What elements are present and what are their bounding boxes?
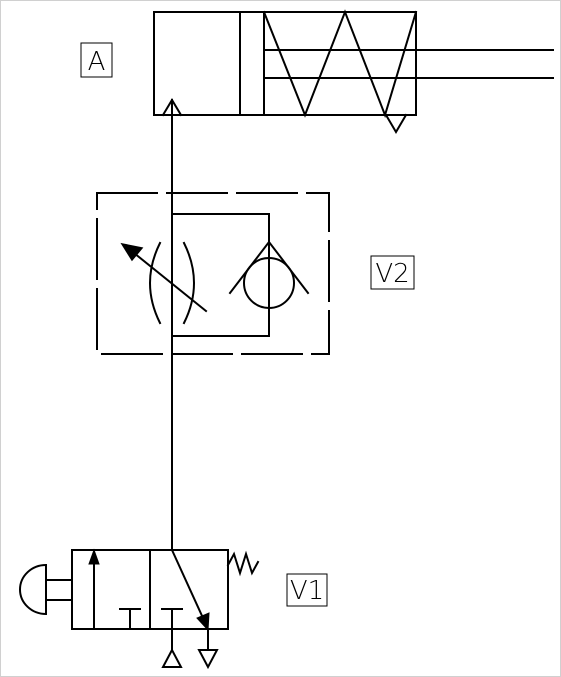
valve-enclosure: [96, 192, 330, 355]
label-a-text: A: [88, 47, 106, 77]
adjustment-arrow-icon: [120, 242, 144, 262]
bypass-loop: [171, 213, 270, 337]
flow-arrow-up-icon: [88, 548, 100, 565]
pressure-source-icon: [161, 647, 183, 668]
return-spring-icon: [226, 550, 260, 577]
return-spring: [262, 9, 418, 119]
label-v1: V1: [286, 573, 328, 607]
exhaust-arrow-shaft: [170, 548, 205, 620]
directional-valve-v1: [19, 548, 260, 670]
cylinder-body: [153, 11, 417, 116]
check-seat: [228, 240, 310, 295]
throttle-curve-right: [182, 241, 195, 325]
flow-control-valve-v2: [96, 192, 330, 355]
push-button-icon: [19, 563, 48, 616]
check-ball: [243, 257, 295, 309]
label-v2-text: V2: [375, 259, 409, 289]
label-a: A: [80, 42, 113, 78]
cylinder-a: [153, 9, 554, 134]
throttle-curve-left: [149, 241, 162, 325]
cylinder-vent-marker: [384, 113, 408, 134]
exhaust-arrow-icon: [196, 612, 210, 632]
label-v2: V2: [370, 255, 415, 290]
label-v1-text: V1: [290, 576, 324, 606]
adjustment-arrow-shaft: [132, 251, 208, 313]
exhaust-icon: [197, 649, 219, 670]
